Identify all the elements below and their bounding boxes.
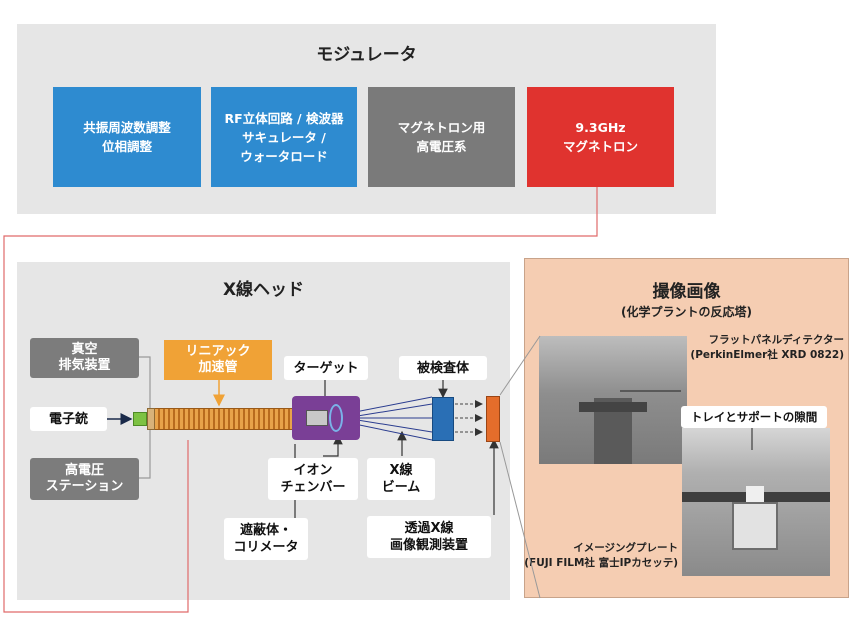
- xray-head-title: X線ヘッド: [222, 280, 305, 300]
- linac-tube: [155, 408, 292, 430]
- imaging-plate-stem: [746, 486, 764, 502]
- rf-circuit-box: RF立体回路 / 検波器 サキュレータ / ウォータロード: [211, 87, 357, 187]
- magnetron-box: 9.3GHz マグネトロン: [527, 87, 674, 187]
- flat-panel-image: [539, 336, 687, 464]
- electron-gun-label: 電子銃: [30, 407, 107, 431]
- detector-unit-label: 透過X線 画像観測装置: [367, 516, 491, 558]
- xray-beam-label: X線 ビーム: [367, 458, 435, 500]
- detector-plate: [486, 396, 500, 442]
- flat-panel-label: フラットパネルディテクター (PerkinElmer社 XRD 0822): [690, 334, 844, 361]
- gap-label: トレイとサポートの隙間: [681, 406, 827, 428]
- magnetron-connector: [3, 187, 598, 613]
- flat-panel-plate: [579, 402, 647, 412]
- linac-box: リニアック 加速管: [164, 340, 272, 380]
- resonance-box: 共振周波数調整 位相調整: [53, 87, 201, 187]
- hv-line: [139, 426, 151, 479]
- object-label: 被検査体: [399, 356, 487, 380]
- ion-chamber-label: イオン チェンバー: [268, 458, 358, 500]
- imaging-plate-structure: [732, 502, 778, 550]
- vacuum-pump-box: 真空 排気装置: [30, 338, 139, 378]
- ion-chamber-arrow: [323, 434, 343, 457]
- ion-chamber-ring: [329, 404, 343, 432]
- imaging-title: 撮像画像: [652, 282, 721, 302]
- vacuum-line: [139, 356, 151, 412]
- imaging-subtitle: (化学プラントの反応塔): [621, 305, 752, 319]
- hv-system-box: マグネトロン用 高電圧系: [368, 87, 515, 187]
- imaging-plate-image: [682, 428, 830, 576]
- hv-station-box: 高電圧 ステーション: [30, 458, 139, 500]
- target-core: [306, 410, 328, 426]
- gun-connector: [133, 412, 147, 426]
- modulator-title: モジュレータ: [316, 45, 417, 65]
- collimator-label: 遮蔽体・ コリメータ: [224, 518, 308, 560]
- imaging-plate-label: イメージングプレート (FUJI FILM社 富士IPカセッテ): [524, 542, 678, 569]
- target-label: ターゲット: [284, 356, 368, 380]
- object-block: [432, 397, 454, 441]
- gun-flange: [147, 408, 155, 430]
